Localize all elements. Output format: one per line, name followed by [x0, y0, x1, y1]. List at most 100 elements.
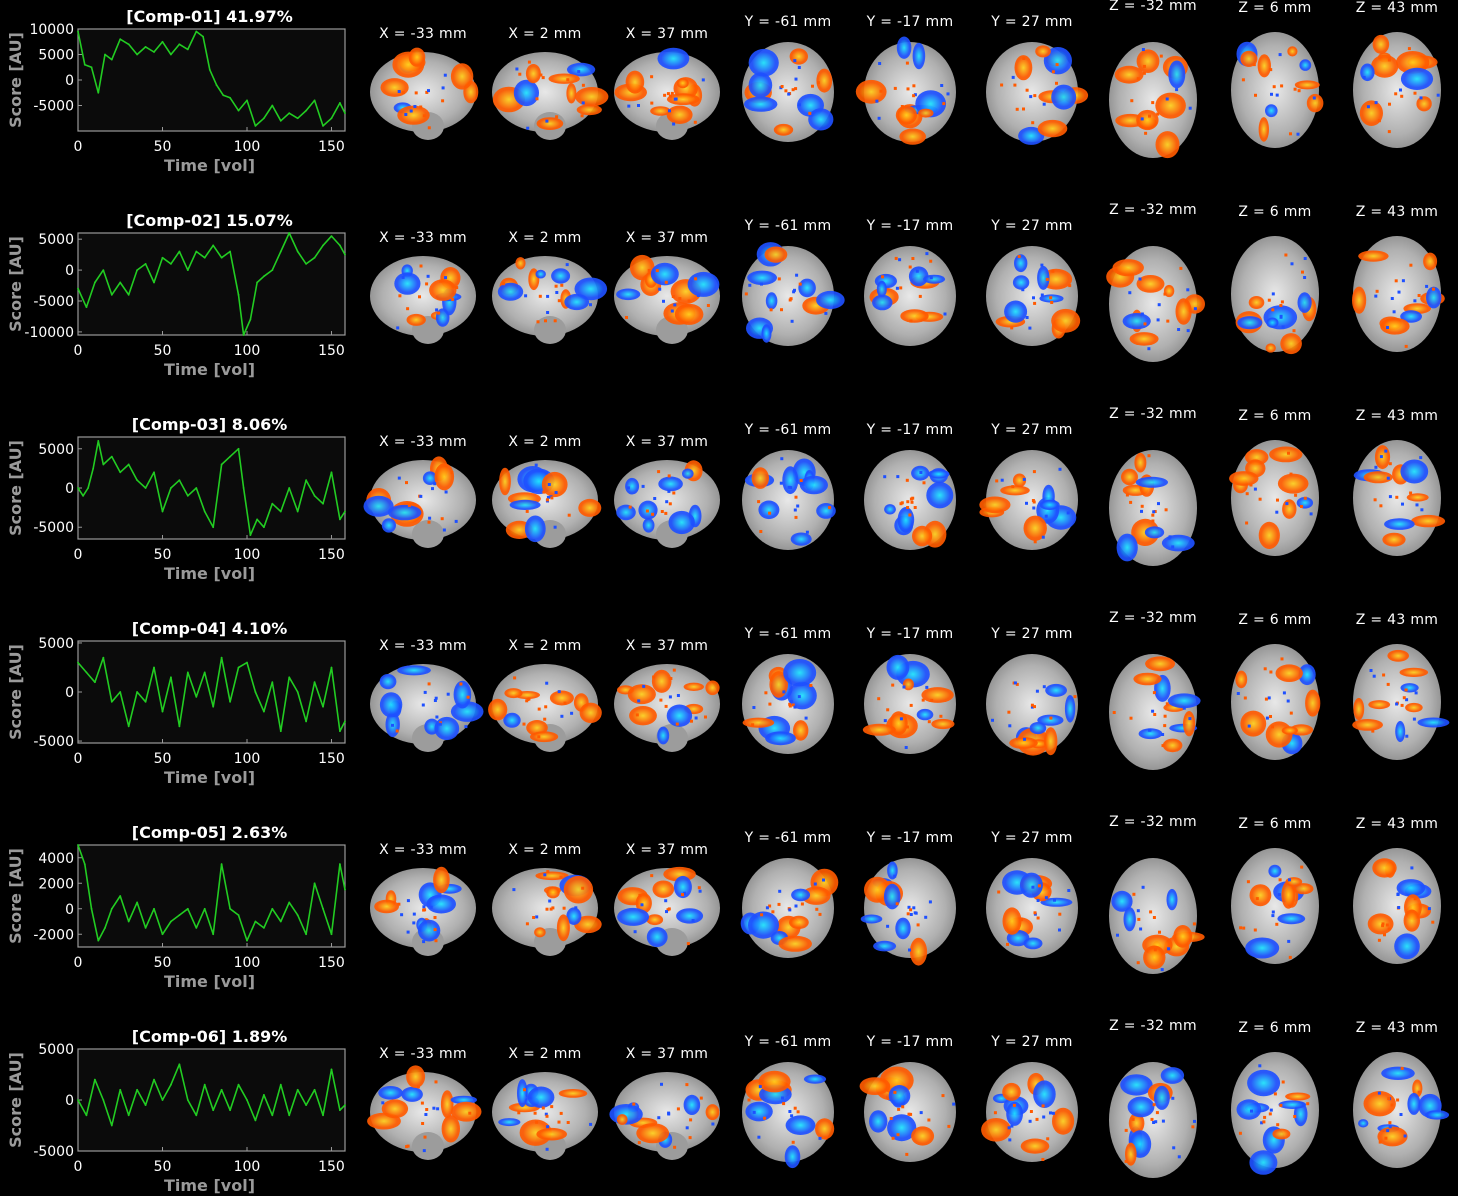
activation-voxel [1407, 47, 1411, 51]
negative-blob [1237, 316, 1263, 330]
activation-voxel [891, 683, 895, 687]
negative-blob [616, 288, 641, 301]
data-point [161, 40, 164, 43]
component-title: [Comp-03] 8.06% [132, 415, 287, 434]
data-point [144, 700, 147, 703]
activation-voxel [664, 704, 668, 708]
negative-blob [1154, 1085, 1170, 1110]
positive-blob [650, 106, 671, 116]
x-tick-label: 0 [74, 751, 83, 767]
positive-blob [1133, 672, 1162, 686]
brain-slice-coronal-2 [862, 654, 956, 754]
positive-blob [895, 105, 918, 125]
activation-voxel [921, 698, 925, 702]
activation-voxel [414, 91, 418, 95]
slice-label: X = 37 mm [626, 1046, 708, 1062]
activation-voxel [423, 908, 427, 912]
activation-voxel [1153, 713, 1157, 716]
activation-voxel [1375, 289, 1379, 293]
data-point [161, 256, 164, 259]
brain-slice-coronal-1 [742, 654, 834, 754]
negative-blob [1166, 888, 1178, 911]
activation-voxel [1371, 729, 1375, 733]
x-tick-label: 50 [154, 547, 172, 563]
data-point [195, 487, 198, 489]
negative-blob [394, 272, 421, 295]
activation-voxel [1186, 288, 1190, 292]
data-point [322, 907, 324, 910]
activation-voxel [793, 508, 797, 512]
negative-blob [927, 469, 950, 479]
positive-blob [1287, 46, 1298, 57]
activation-voxel [438, 722, 442, 726]
activation-voxel [1250, 1109, 1253, 1113]
activation-voxel [759, 530, 763, 533]
data-point [279, 730, 282, 733]
activation-voxel [537, 735, 541, 739]
slice-label: Y = -17 mm [866, 422, 954, 438]
activation-voxel [397, 902, 401, 906]
activation-voxel [439, 279, 443, 283]
slice-label: Y = -61 mm [744, 422, 832, 438]
positive-blob [1352, 286, 1367, 314]
brain-outline [614, 52, 720, 132]
y-tick-label: 5000 [38, 636, 74, 652]
brain-slice-axial-2 [1231, 236, 1319, 355]
activation-voxel [697, 886, 701, 890]
activation-voxel [694, 277, 698, 281]
activation-voxel [1388, 102, 1391, 106]
negative-blob [417, 919, 441, 942]
positive-blob [406, 1065, 426, 1088]
activation-voxel [1192, 922, 1196, 926]
component-title: [Comp-06] 1.89% [132, 1027, 287, 1046]
activation-voxel [1175, 88, 1179, 92]
positive-blob [1175, 298, 1192, 325]
activation-voxel [1171, 545, 1175, 549]
brain-slice-axial-2 [1231, 644, 1321, 760]
negative-blob [784, 1145, 801, 1169]
negative-blob [1426, 286, 1442, 309]
positive-blob [859, 1077, 891, 1095]
activation-voxel [1165, 97, 1169, 101]
data-point [203, 256, 206, 259]
activation-voxel [694, 716, 698, 720]
activation-voxel [434, 696, 438, 700]
component-title: [Comp-04] 4.10% [132, 619, 287, 638]
slice-label: Y = -17 mm [866, 1034, 954, 1050]
data-point [127, 920, 130, 923]
data-point [344, 510, 346, 513]
activation-voxel [788, 908, 792, 912]
activation-voxel [1171, 1096, 1175, 1100]
activation-voxel [1386, 682, 1390, 686]
data-point [136, 269, 139, 271]
data-point [313, 256, 316, 259]
activation-voxel [1152, 1103, 1156, 1107]
data-point [127, 43, 130, 46]
activation-voxel [1405, 698, 1409, 702]
plot-area [77, 640, 346, 744]
negative-blob [1396, 879, 1426, 897]
activation-voxel [1286, 699, 1290, 703]
positive-blob [676, 78, 689, 89]
brain-outline [1353, 32, 1441, 148]
activation-voxel [512, 888, 516, 892]
negative-blob [816, 503, 836, 519]
activation-voxel [659, 698, 663, 702]
activation-voxel [1067, 889, 1071, 892]
activation-voxel [431, 487, 434, 491]
activation-voxel [911, 257, 915, 260]
positive-blob [1258, 521, 1280, 549]
activation-voxel [544, 1112, 548, 1116]
activation-voxel [407, 503, 411, 507]
positive-blob [541, 471, 568, 498]
data-point [153, 1078, 155, 1081]
negative-blob [1040, 897, 1073, 907]
activation-voxel [1272, 85, 1276, 89]
activation-voxel [769, 308, 773, 312]
activation-voxel [406, 930, 410, 934]
slice-label: Y = -61 mm [744, 626, 832, 642]
activation-voxel [765, 906, 769, 910]
y-tick-label: 10000 [29, 22, 74, 38]
